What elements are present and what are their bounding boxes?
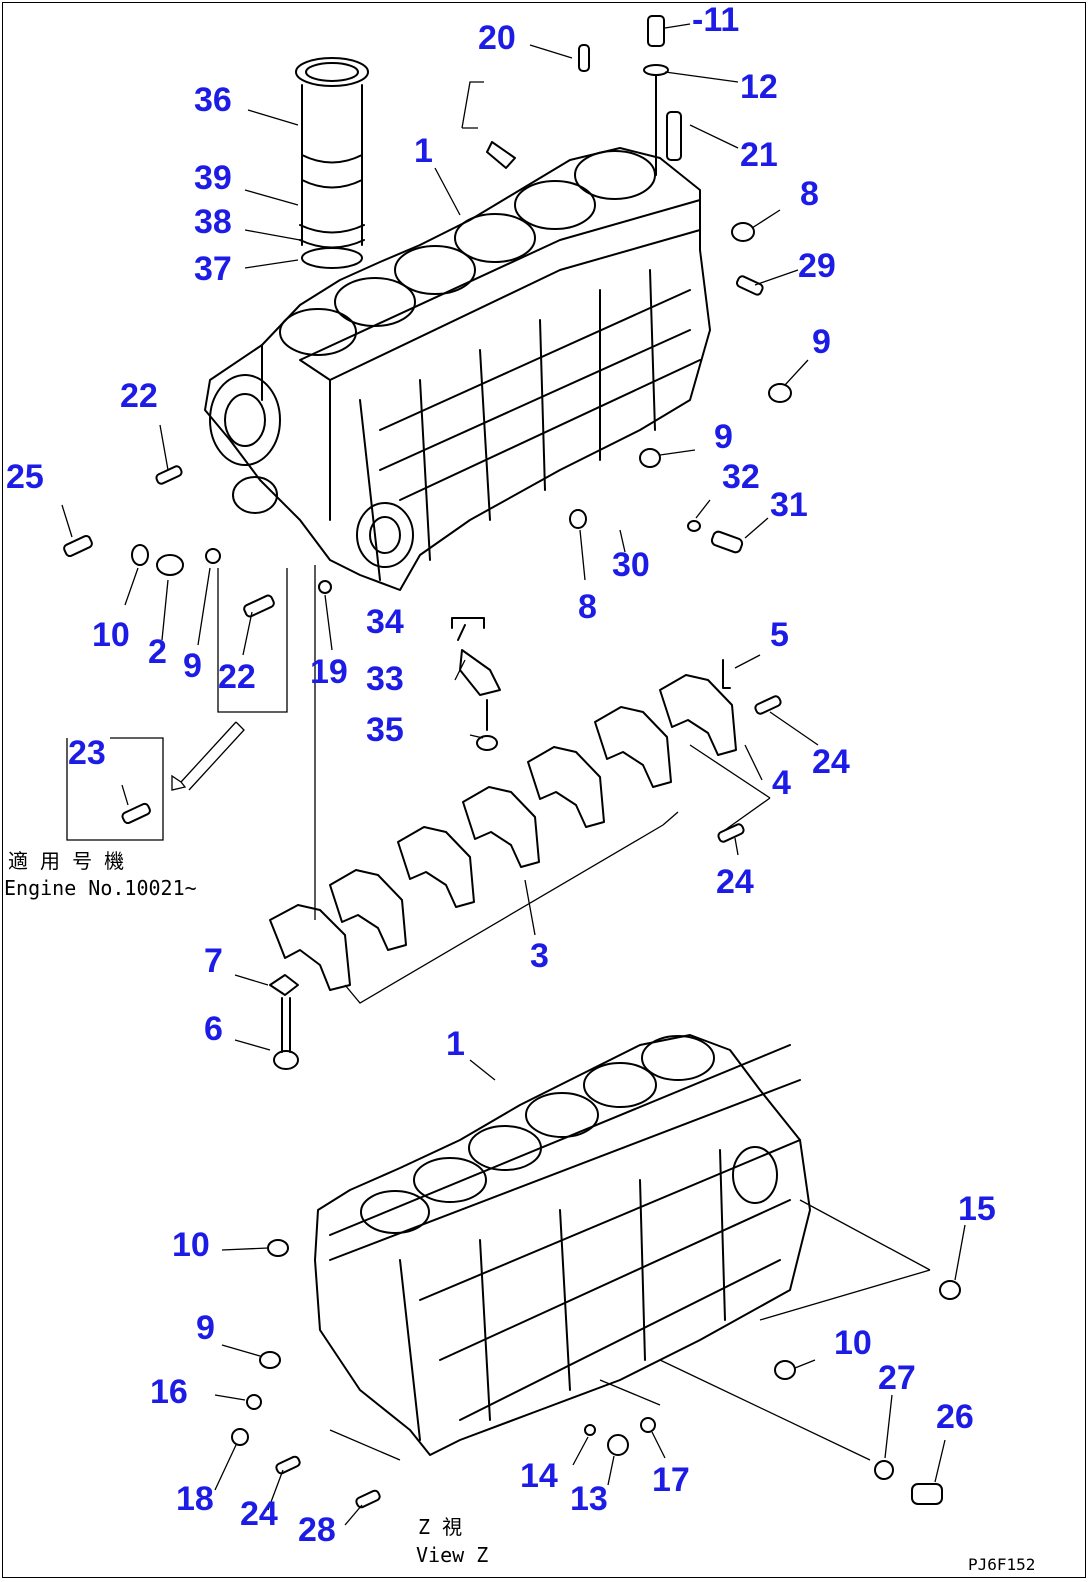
callout-33: 33 [366, 660, 404, 698]
cylinder-liner [295, 57, 369, 269]
applicable-label-jp: 適 用 号 機 [8, 849, 124, 873]
callout-34: 34 [366, 603, 404, 641]
small-parts-top [461, 15, 682, 176]
callout-4: 4 [772, 764, 791, 802]
fasteners-lower [231, 1239, 961, 1509]
callout-8: 8 [800, 175, 819, 213]
callout-27: 27 [878, 1359, 916, 1397]
callout-8: 8 [578, 588, 597, 626]
callout-36: 36 [194, 81, 232, 119]
callout-14: 14 [520, 1457, 558, 1495]
callout-21: 21 [740, 136, 778, 174]
callout-37: 37 [194, 250, 232, 288]
callout-7: 7 [204, 942, 223, 980]
leader-lines [61, 23, 966, 1526]
callout-10: 10 [834, 1324, 872, 1362]
callout-32: 32 [722, 458, 760, 496]
callout-25: 25 [6, 458, 44, 496]
callout-22: 22 [120, 377, 158, 415]
main-bearing-caps [269, 674, 771, 1004]
callout-5: 5 [770, 616, 789, 654]
callout-35: 35 [366, 711, 404, 749]
callout-10: 10 [92, 616, 130, 654]
callout-38: 38 [194, 203, 232, 241]
callout-9: 9 [812, 323, 831, 361]
callout-24: 24 [812, 743, 850, 781]
callout-12: 12 [740, 68, 778, 106]
callout-22: 22 [218, 658, 256, 696]
callout-1: 1 [446, 1025, 465, 1063]
callout-19: 19 [310, 653, 348, 691]
callout-20: 20 [478, 19, 516, 57]
annotations: 適 用 号 機 Engine No.10021~ Z 視 View Z PJ6F… [4, 849, 1035, 1574]
callout-9: 9 [714, 418, 733, 456]
callout-26: 26 [936, 1398, 974, 1436]
main-bolt [269, 565, 316, 1070]
callouts: -11 20 12 36 1 21 39 38 37 8 29 9 22 9 2… [6, 1, 996, 1549]
callout-3: 3 [530, 937, 549, 975]
cylinder-block-upper [204, 147, 711, 591]
callout-15: 15 [958, 1190, 996, 1228]
callout-1: 1 [414, 132, 433, 170]
oil-nozzle-assembly [451, 617, 782, 843]
view-label-jp: Z 視 [418, 1515, 462, 1539]
drawing-code: PJ6F152 [968, 1555, 1035, 1574]
fasteners-upper [63, 222, 792, 618]
callout-24: 24 [240, 1495, 278, 1533]
callout-31: 31 [770, 486, 808, 524]
callout-16: 16 [150, 1373, 188, 1411]
callout-18: 18 [176, 1480, 214, 1518]
callout-2: 2 [148, 633, 167, 671]
callout-9: 9 [196, 1309, 215, 1347]
view-label-en: View Z [416, 1543, 488, 1567]
callout-39: 39 [194, 159, 232, 197]
callout-24: 24 [716, 863, 754, 901]
callout-13: 13 [570, 1480, 608, 1518]
cylinder-block-lower [314, 1034, 931, 1461]
callout-28: 28 [298, 1511, 336, 1549]
callout-6: 6 [204, 1010, 223, 1048]
inset-box [66, 568, 288, 841]
callout-29: 29 [798, 247, 836, 285]
callout-23: 23 [68, 734, 106, 772]
callout-17: 17 [652, 1461, 690, 1499]
callout-9: 9 [183, 647, 202, 685]
applicable-label-en: Engine No.10021~ [4, 876, 197, 900]
callout-30: 30 [612, 546, 650, 584]
callout-10: 10 [172, 1226, 210, 1264]
callout-11: -11 [692, 1, 739, 39]
